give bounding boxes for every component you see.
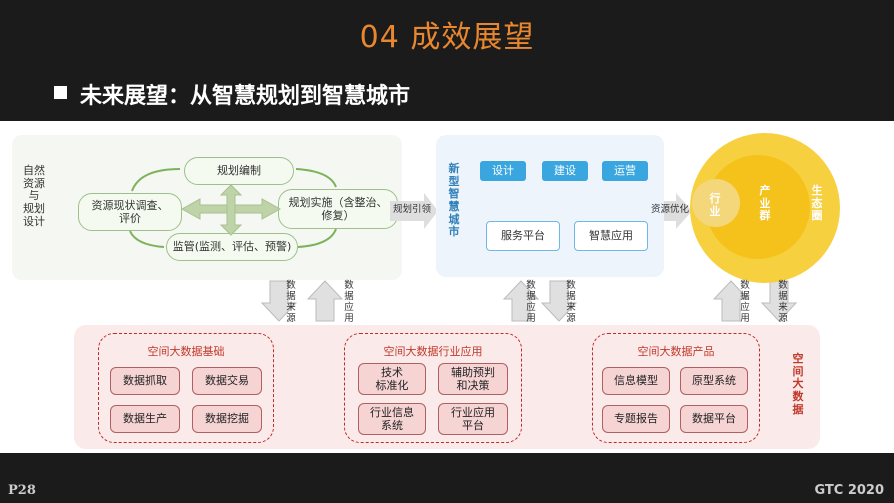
bullet-square-icon xyxy=(54,86,67,99)
flow-label-mid-down: 数 据 来 源 xyxy=(566,280,576,324)
cycle-top-box: 规划编制 xyxy=(184,157,294,185)
industry-ring xyxy=(692,179,740,227)
cell-data-trade: 数据交易 xyxy=(192,367,262,395)
group-industry-app-title: 空间大数据行业应用 xyxy=(383,345,483,358)
cell-industry-platform: 行业应用 平台 xyxy=(438,403,508,435)
flow-label-left-down: 数 据 来 源 xyxy=(286,280,296,324)
group-industry-app xyxy=(344,333,522,443)
cell-info-model: 信息模型 xyxy=(602,367,670,395)
flow-label-right-down: 数 据 来 源 xyxy=(778,280,788,324)
ring-label-industry: 行 业 xyxy=(709,192,721,218)
step-design: 设计 xyxy=(480,161,526,181)
ring-label-cluster: 产 业 群 xyxy=(759,184,771,223)
flow-label-mid-up: 数 据 应 用 xyxy=(526,280,536,324)
bigdata-side-label: 空 间 大 数 据 xyxy=(792,352,804,416)
optimization-link-label: 资源优化 xyxy=(650,204,689,215)
cell-decision-support: 辅助预判 和决策 xyxy=(438,363,508,395)
flow-label-right-up: 数 据 应 用 xyxy=(740,280,750,324)
flow-label-left-up: 数 据 应 用 xyxy=(344,280,354,324)
cycle-right-box: 规划实施（含整治、 修复） xyxy=(278,189,398,229)
cell-tech-standard: 技术 标准化 xyxy=(358,363,426,395)
cell-data-production: 数据生产 xyxy=(110,405,180,433)
service-platform-box: 服务平台 xyxy=(486,221,560,251)
cell-data-platform: 数据平台 xyxy=(680,405,748,433)
step-build: 建设 xyxy=(542,161,588,181)
smart-app-box: 智慧应用 xyxy=(574,221,648,251)
diagram-panel: 自然 资源 与 规划 设计 规划编制 资源现状调查、 评价 规划实施（含整治、 … xyxy=(0,121,894,453)
cell-data-capture: 数据抓取 xyxy=(110,367,180,395)
step-operate: 运营 xyxy=(602,161,648,181)
brand-label: GTC 2020 xyxy=(814,483,884,498)
smart-city-side-label: 新 型 智 慧 城 市 xyxy=(448,162,460,239)
cell-special-report: 专题报告 xyxy=(602,405,670,433)
cycle-left-box: 资源现状调查、 评价 xyxy=(78,193,182,231)
planning-side-label: 自然 资源 与 规划 设计 xyxy=(23,164,45,228)
page-title: 04 成效展望 xyxy=(359,20,535,55)
group-foundation-title: 空间大数据基础 xyxy=(147,345,225,358)
cycle-bottom-box: 监管(监测、评估、预警) xyxy=(166,233,298,261)
cell-prototype: 原型系统 xyxy=(680,367,748,395)
ring-label-ecosystem: 生 态 圈 xyxy=(811,184,823,223)
cell-industry-info-system: 行业信息 系统 xyxy=(358,403,426,435)
group-foundation xyxy=(98,333,274,443)
planning-link-label: 规划引领 xyxy=(392,204,431,215)
page-number: P28 xyxy=(8,483,36,498)
group-products xyxy=(592,333,760,443)
page-subtitle: 未来展望：从智慧规划到智慧城市 xyxy=(80,84,411,109)
cell-data-mining: 数据挖掘 xyxy=(192,405,262,433)
smart-city-region xyxy=(436,135,664,277)
group-products-title: 空间大数据产品 xyxy=(637,345,715,358)
